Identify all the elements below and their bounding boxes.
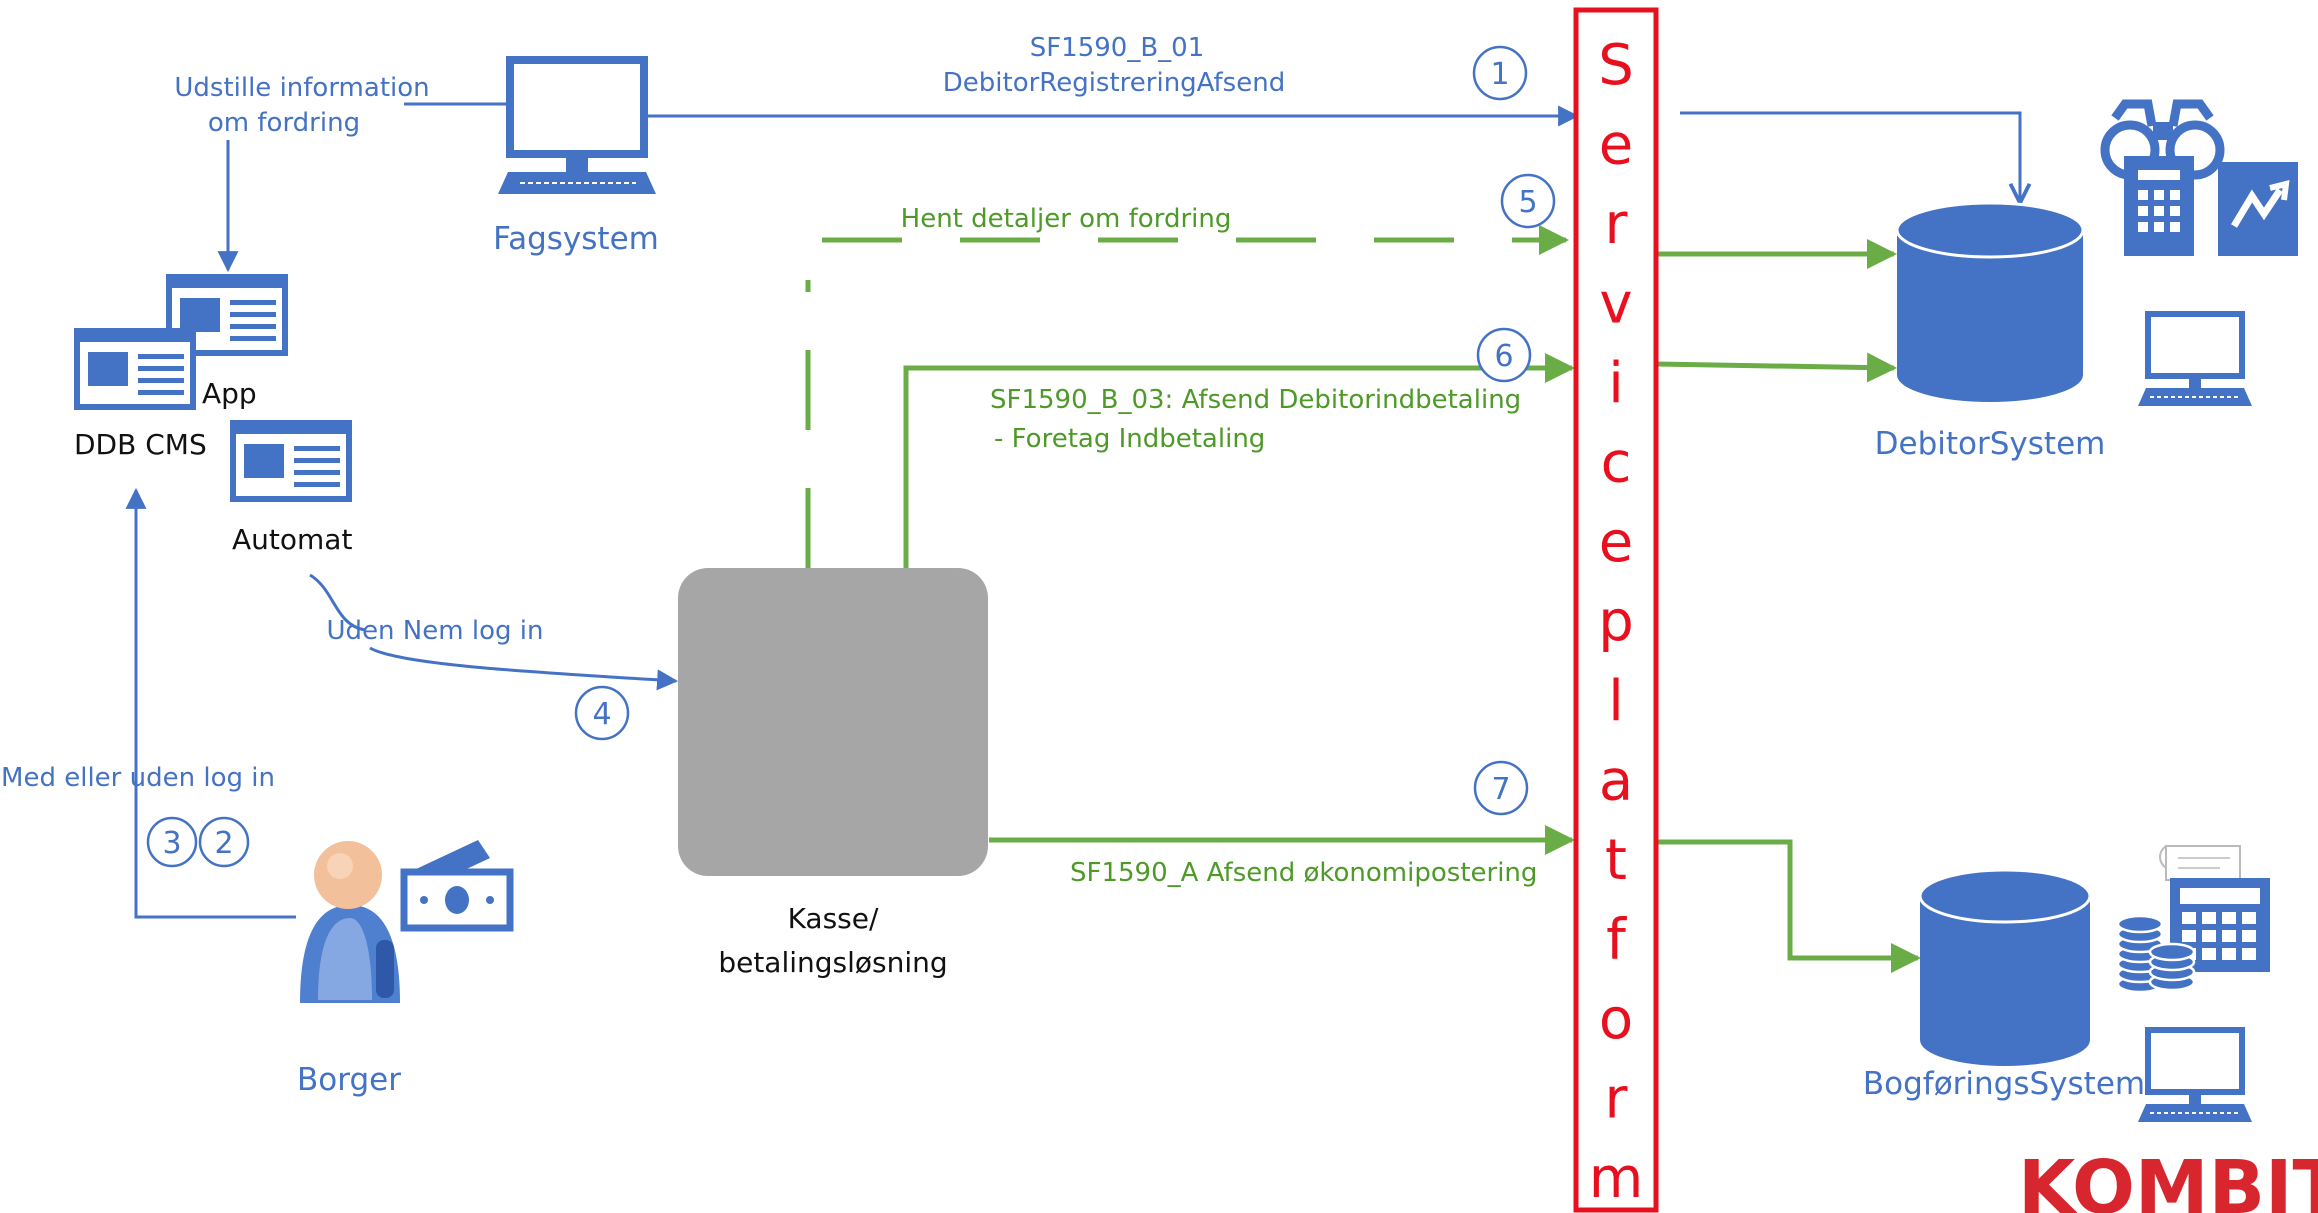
debitor-system-label: DebitorSystem: [1875, 426, 2106, 462]
kasse-box: [678, 568, 988, 876]
receipt-icon: [2159, 845, 2241, 881]
kombit-logo-text: KOMBIT: [2018, 1145, 2318, 1213]
monitor-icon: [498, 56, 656, 194]
serviceplatform-letter: t: [1605, 828, 1627, 893]
arrow-borger-to-cms: [125, 487, 296, 919]
arrow-serviceplatform-to-bogfoering: [1656, 839, 1921, 973]
step-3: 3: [162, 826, 181, 861]
sf-b03-label-line2: - Foretag Indbetaling: [994, 424, 1265, 454]
kombit-logo: KOMBIT: [2018, 1145, 2318, 1213]
serviceplatform-letter: a: [1599, 749, 1633, 814]
step-7-circle: [1473, 760, 1529, 816]
app-label: App: [202, 377, 257, 410]
uden-nem-login-label: Uden Nem log in: [327, 616, 544, 646]
step-4: 4: [592, 697, 611, 732]
serviceplatform-letter: e: [1599, 113, 1633, 178]
bogfoerings-system-node: BogføringsSystem: [1863, 845, 2270, 1122]
serviceplatform-letter: o: [1599, 987, 1633, 1052]
step-markers: [146, 45, 1556, 868]
serviceplatform-letter: f: [1606, 908, 1627, 973]
serviceplatform-letter: c: [1601, 431, 1632, 496]
step-7: 7: [1491, 772, 1510, 807]
sf-b01-label-line2: DebitorRegistreringAfsend: [943, 68, 1285, 98]
med-eller-uden-label: Med eller uden log in: [1, 763, 275, 793]
blue-connectors: [125, 102, 2020, 919]
automat-label: Automat: [232, 523, 352, 556]
step-6-circle: [1476, 327, 1532, 383]
database-icon: [1895, 201, 2085, 402]
sf-b03-label-line1: SF1590_B_03: Afsend Debitorindbetaling: [990, 385, 1521, 415]
web-page-icon: [74, 328, 196, 410]
monitor-icon: [2138, 311, 2252, 406]
hent-detaljer-label: Hent detaljer om fordring: [901, 204, 1232, 234]
serviceplatform-letter: r: [1604, 1067, 1628, 1132]
serviceplatform-letter: e: [1599, 510, 1633, 575]
spreadsheet-icon: [2124, 156, 2194, 256]
borger-label: Borger: [297, 1062, 401, 1098]
coins-icon: [2116, 914, 2196, 994]
step-numbers: 1 5 6 4 7 3 2: [162, 57, 1537, 861]
serviceplatform-letter: i: [1608, 351, 1624, 416]
serviceplatform-letter: r: [1604, 192, 1628, 257]
debitor-system-node: DebitorSystem: [1875, 99, 2298, 462]
calculator-icon: [2170, 878, 2270, 972]
step-4-circle: [574, 685, 630, 741]
serviceplatform-letter: S: [1598, 33, 1634, 98]
sf-b01-label-line1: SF1590_B_01: [1030, 33, 1205, 63]
person-icon: [300, 841, 400, 1003]
arrow-serviceplatform-to-debitor-b: [1655, 352, 1897, 383]
arrow-kasse-to-serviceplatform-6: [903, 353, 1575, 568]
fagsystem-node: Fagsystem: [493, 56, 659, 257]
serviceplatform-frame: [1573, 7, 1659, 1213]
step-5-circle: [1500, 173, 1556, 229]
green-connectors: [805, 225, 1921, 973]
step-1: 1: [1490, 57, 1509, 92]
kasse-label-line1: Kasse/: [788, 902, 879, 935]
arrow-serviceplatform-to-debitor: [1680, 111, 2020, 203]
step-3-circle: [146, 816, 198, 868]
udstille-label-line1: Udstille information: [174, 73, 429, 103]
bogfoerings-system-label: BogføringsSystem: [1863, 1066, 2145, 1102]
serviceplatform-letter: p: [1598, 590, 1634, 655]
edge-labels: Udstille information om fordring Uden Ne…: [1, 33, 1537, 888]
udstille-label-line2: om fordring: [208, 108, 360, 138]
step-2-circle: [198, 816, 250, 868]
kasse-label-line2: betalingsløsning: [718, 946, 947, 979]
step-2: 2: [214, 826, 233, 861]
step-6: 6: [1494, 339, 1513, 374]
trend-chart-icon: [2218, 162, 2298, 256]
sf-a-label: SF1590_A Afsend økonomipostering: [1070, 858, 1537, 888]
serviceplatform-letter: m: [1589, 1146, 1644, 1211]
web-page-icon: [230, 420, 352, 502]
kasse-node: Kasse/ betalingsløsning: [678, 568, 988, 979]
step-5: 5: [1518, 185, 1537, 220]
database-icon: [1918, 868, 2092, 1066]
monitor-icon: [2138, 1027, 2252, 1122]
money-icon: [400, 840, 514, 932]
step-1-circle: [1472, 45, 1528, 101]
ddb-cms-label: DDB CMS: [74, 428, 207, 461]
fagsystem-label: Fagsystem: [493, 221, 659, 257]
serviceplatform-letter: v: [1599, 272, 1632, 337]
arrow-automat-to-kasse: [309, 573, 676, 681]
serviceplatform-letter: l: [1608, 669, 1624, 734]
borger-node: Borger: [297, 840, 514, 1098]
